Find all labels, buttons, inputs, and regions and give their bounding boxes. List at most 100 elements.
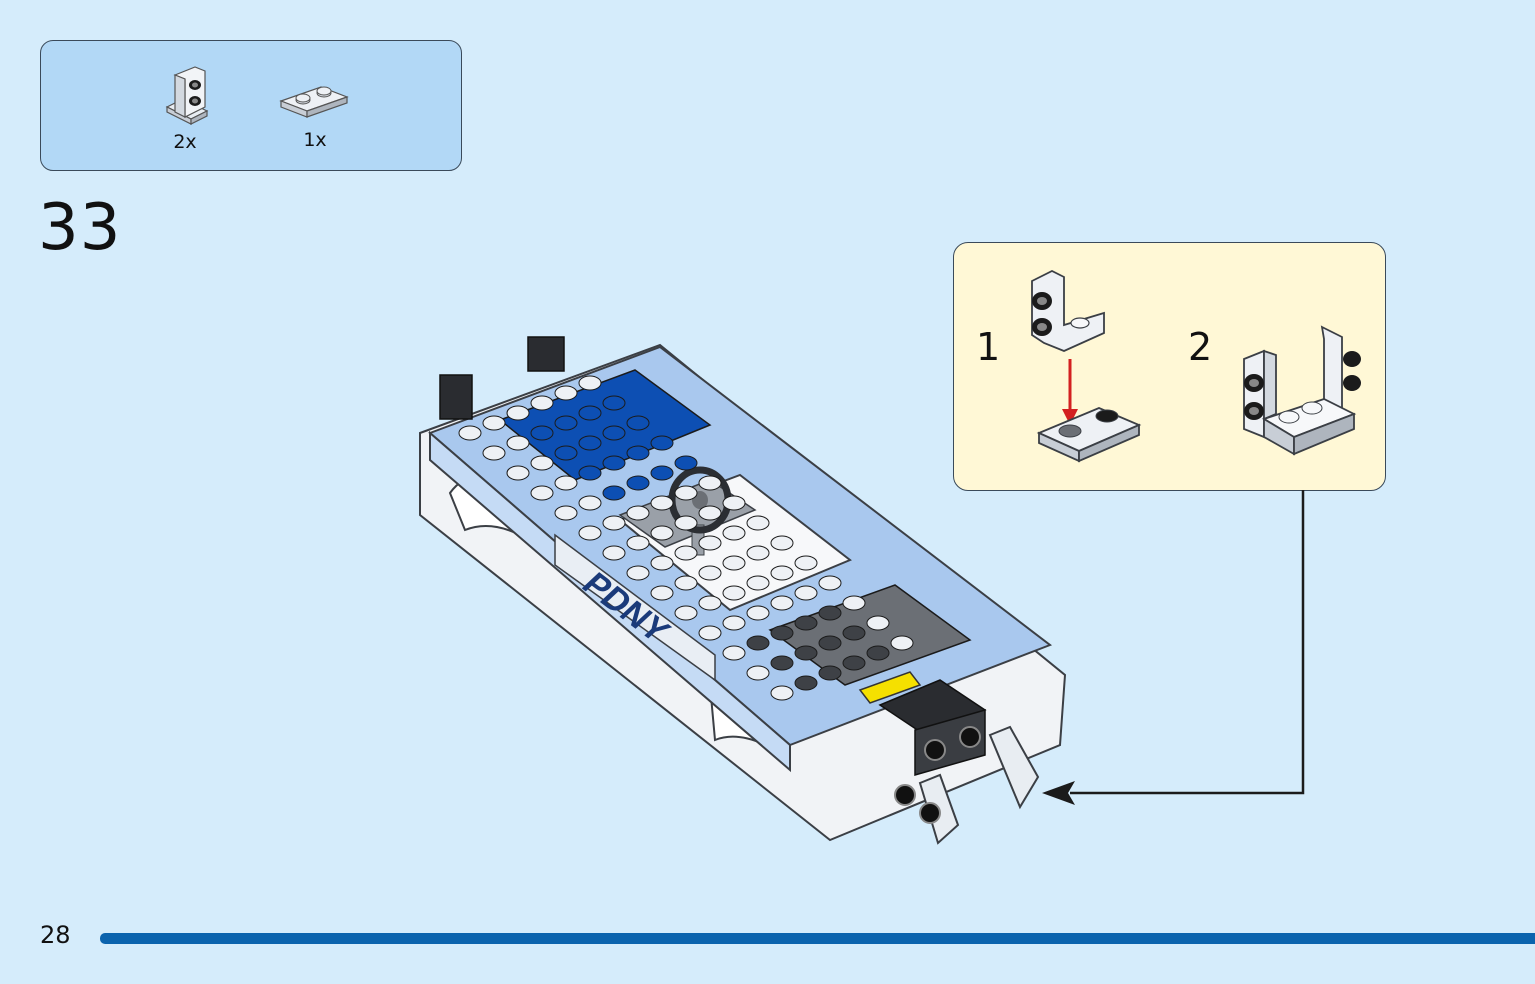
stud bbox=[626, 505, 650, 521]
stud bbox=[890, 635, 914, 651]
stud bbox=[554, 415, 578, 431]
progress-bar bbox=[100, 933, 1535, 944]
stud bbox=[770, 625, 794, 641]
stud bbox=[746, 545, 770, 561]
stud bbox=[650, 495, 674, 511]
stud bbox=[698, 475, 722, 491]
stud bbox=[626, 415, 650, 431]
stud bbox=[626, 565, 650, 581]
stud bbox=[794, 615, 818, 631]
stud bbox=[578, 405, 602, 421]
yellow-tile bbox=[858, 671, 922, 704]
stud bbox=[602, 455, 626, 471]
parts-list-box: 2x 1x bbox=[40, 40, 462, 171]
stud bbox=[818, 575, 842, 591]
plate-piece-icon bbox=[279, 86, 349, 118]
new-bracket-right bbox=[988, 725, 1040, 810]
sub-step-number: 2 bbox=[1188, 325, 1213, 369]
page-number: 28 bbox=[40, 921, 71, 949]
stud bbox=[530, 485, 554, 501]
stud bbox=[722, 645, 746, 661]
part-quantity: 1x bbox=[303, 129, 327, 151]
stud bbox=[722, 525, 746, 541]
stud bbox=[770, 685, 794, 701]
stud bbox=[770, 535, 794, 551]
stud bbox=[530, 395, 554, 411]
stud bbox=[866, 615, 890, 631]
stud bbox=[674, 455, 698, 471]
side-decal-panel bbox=[554, 533, 716, 682]
stud bbox=[482, 415, 506, 431]
stud bbox=[746, 635, 770, 651]
stud bbox=[722, 555, 746, 571]
stud bbox=[530, 455, 554, 471]
stud bbox=[602, 545, 626, 561]
stud bbox=[722, 615, 746, 631]
stud bbox=[602, 425, 626, 441]
stud bbox=[818, 665, 842, 681]
stud bbox=[482, 445, 506, 461]
part-plate: 1x bbox=[277, 79, 353, 151]
stud bbox=[722, 585, 746, 601]
stud bbox=[674, 485, 698, 501]
stud bbox=[578, 435, 602, 451]
stud bbox=[626, 535, 650, 551]
stud bbox=[506, 405, 530, 421]
stud bbox=[770, 565, 794, 581]
stud bbox=[866, 645, 890, 661]
stud bbox=[698, 505, 722, 521]
stud bbox=[650, 435, 674, 451]
stud bbox=[650, 555, 674, 571]
stud bbox=[746, 575, 770, 591]
stud bbox=[746, 605, 770, 621]
pointer-arrow-icon bbox=[1042, 781, 1075, 805]
stud bbox=[746, 515, 770, 531]
stud bbox=[842, 595, 866, 611]
stud bbox=[674, 545, 698, 561]
stud bbox=[842, 655, 866, 671]
stud bbox=[698, 595, 722, 611]
part-bracket: 2x bbox=[155, 65, 215, 153]
stud bbox=[794, 555, 818, 571]
stud bbox=[602, 485, 626, 501]
sub-step-number: 1 bbox=[976, 325, 1001, 369]
stud bbox=[602, 515, 626, 531]
stud bbox=[578, 495, 602, 511]
stud bbox=[554, 385, 578, 401]
stud bbox=[698, 625, 722, 641]
stud bbox=[674, 515, 698, 531]
stud bbox=[794, 585, 818, 601]
stud bbox=[674, 575, 698, 591]
stud bbox=[818, 635, 842, 651]
stud bbox=[578, 525, 602, 541]
step-number: 33 bbox=[38, 191, 122, 265]
stud bbox=[554, 445, 578, 461]
black-bracket-block bbox=[878, 679, 987, 776]
sub-step-2-illustration bbox=[1243, 325, 1361, 456]
stud bbox=[554, 475, 578, 491]
stud bbox=[674, 605, 698, 621]
stud bbox=[626, 475, 650, 491]
stud bbox=[578, 375, 602, 391]
stud bbox=[842, 625, 866, 641]
stud bbox=[506, 465, 530, 481]
stud bbox=[578, 465, 602, 481]
stud bbox=[602, 395, 626, 411]
stud bbox=[650, 465, 674, 481]
studs bbox=[458, 375, 914, 701]
stud bbox=[818, 605, 842, 621]
stud bbox=[530, 425, 554, 441]
stud bbox=[770, 655, 794, 671]
stud bbox=[698, 565, 722, 581]
stud bbox=[554, 505, 578, 521]
rear-black-brick bbox=[527, 336, 565, 372]
stud bbox=[794, 675, 818, 691]
stud bbox=[770, 595, 794, 611]
stud bbox=[698, 535, 722, 551]
stud bbox=[506, 435, 530, 451]
sub-step-1-illustration bbox=[1031, 269, 1142, 463]
stud bbox=[746, 665, 770, 681]
rear-black-brick bbox=[439, 374, 473, 420]
stud bbox=[794, 645, 818, 661]
callout-connector bbox=[1042, 490, 1305, 805]
